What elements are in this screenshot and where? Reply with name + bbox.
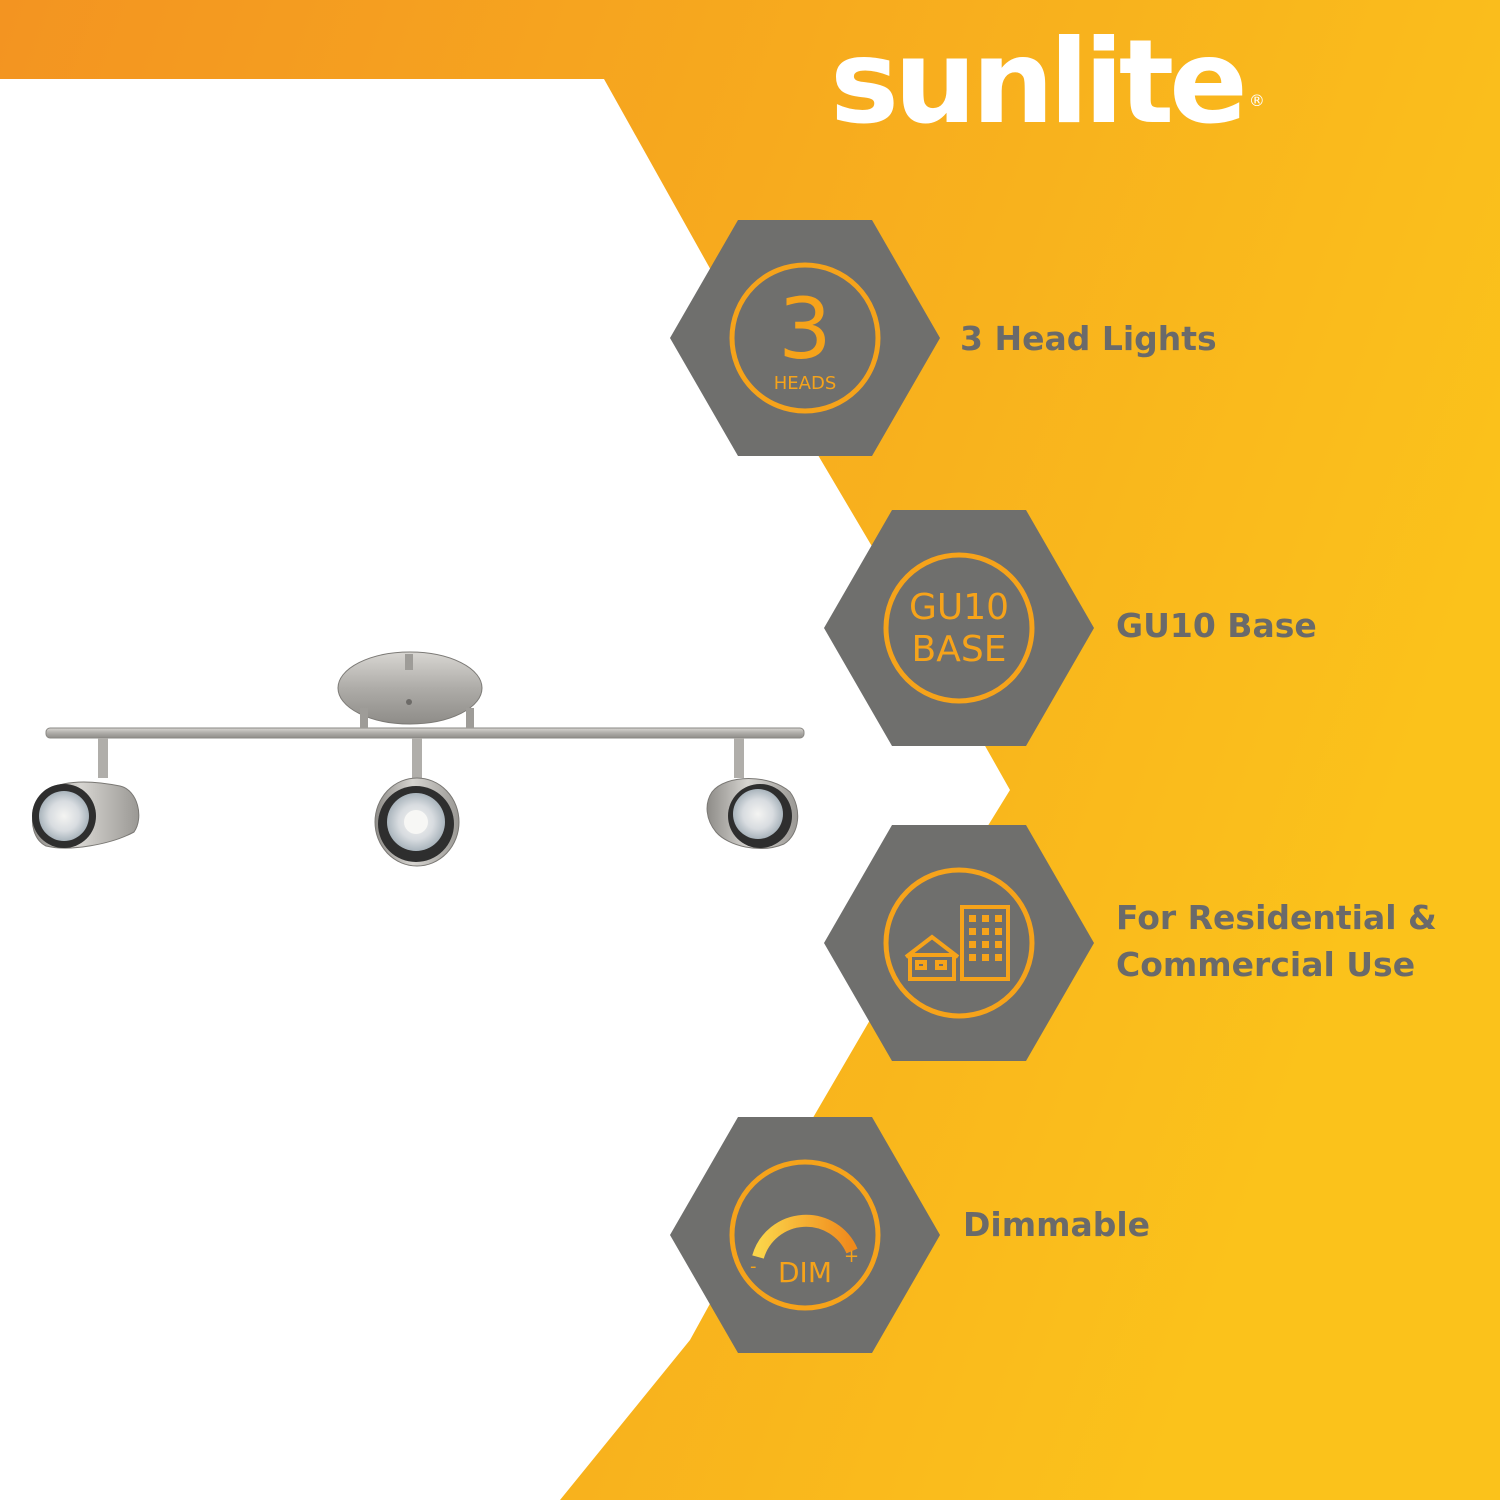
dim-caption: DIM [778,1256,832,1289]
three-heads-icon: 3 HEADS [670,220,940,456]
badge-caption: HEADS [773,373,837,394]
dim-plus: + [844,1246,860,1267]
badge-residential-commercial [824,825,1094,1061]
badge-number: 3 [778,280,832,378]
badge-gu10-base: GU10 BASE [824,510,1094,746]
badge-line-gu10: GU10 [908,587,1010,628]
track-light-fixture [32,651,805,867]
dimmer-icon [670,1117,940,1353]
badge-line-base: BASE [911,629,1007,670]
badge-three-heads: 3 HEADS [670,220,940,456]
feature-label-residential: For Residential & [1116,898,1437,937]
badge-dimmable: - + DIM [670,1117,940,1353]
buildings-icon [824,825,1094,1061]
feature-label-head-lights: 3 Head Lights [960,319,1217,358]
feature-label-gu10: GU10 Base [1116,606,1317,645]
gu10-base-icon: GU10 BASE [824,510,1094,746]
feature-label-commercial: Commercial Use [1116,945,1416,984]
dim-minus: - [750,1256,757,1277]
sunlite-logo: sunlite® [830,15,1265,150]
feature-label-dimmable: Dimmable [963,1205,1151,1244]
